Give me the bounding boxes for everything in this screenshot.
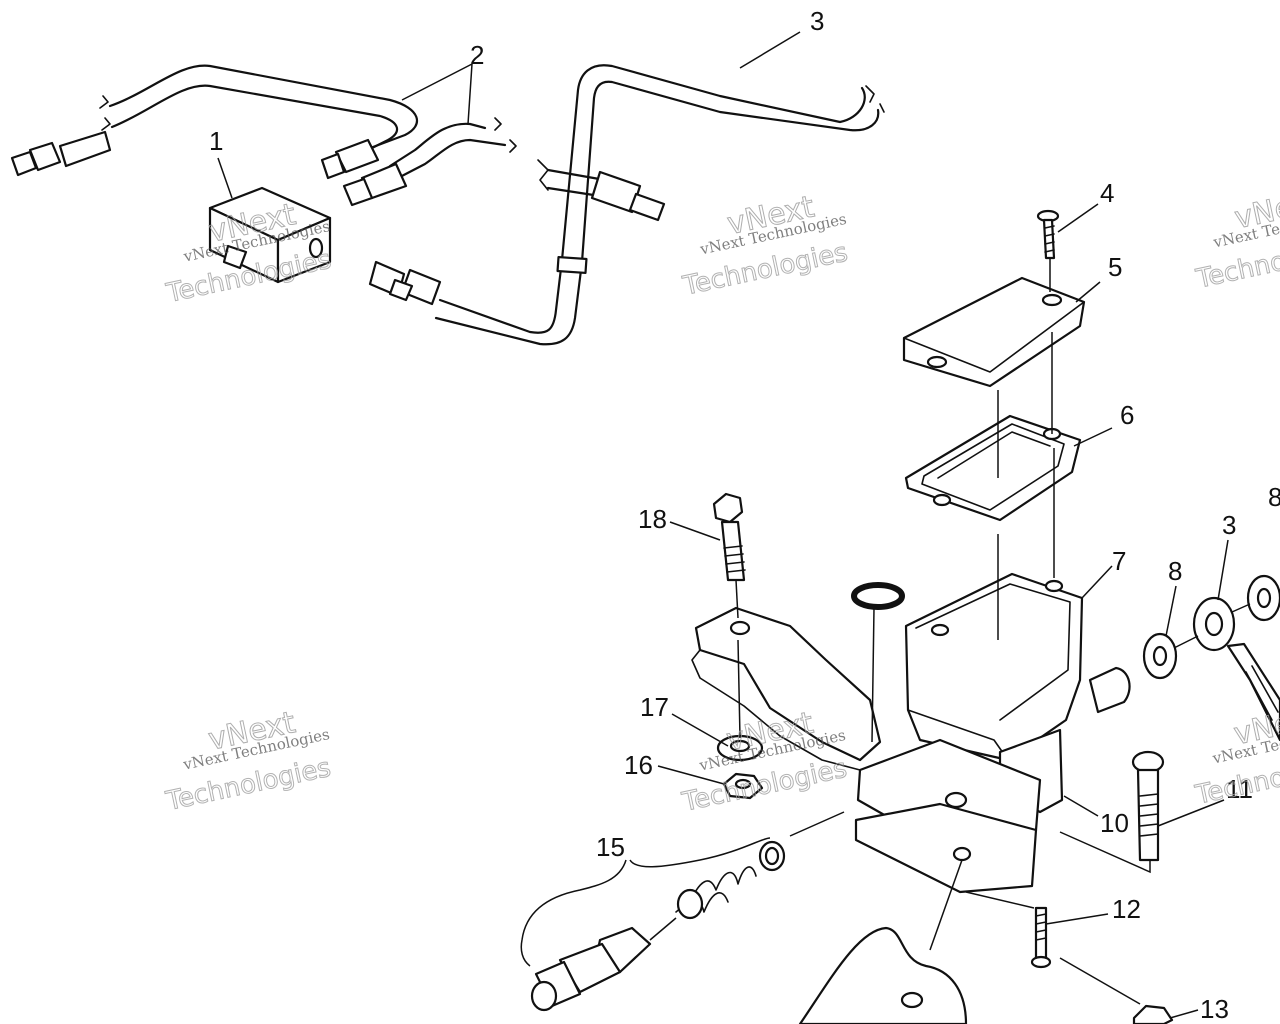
callout-17: 17 [640,692,669,722]
o-ring [851,582,905,610]
callout-1: 1 [209,126,223,156]
brake-line [368,64,885,346]
callout-labels: 1 2 3 4 5 6 7 8 8 3 10 11 12 13 15 16 17… [209,6,1280,1024]
callout-18: 18 [638,504,667,534]
callout-6: 6 [1120,400,1134,430]
callout-13: 13 [1200,994,1229,1024]
assembly-guides [649,258,1251,1005]
callout-3b: 3 [1222,510,1236,540]
banjo-fitting [1192,596,1280,742]
piston-assembly [530,840,786,1012]
reservoir-diaphragm [904,414,1082,522]
callout-8b: 8 [1268,482,1280,512]
callout-5: 5 [1108,252,1122,282]
callout-leaders [217,31,1229,1019]
callout-2: 2 [470,40,484,70]
watermark-middle-left: vNext vNext Technologies Technologies [162,705,334,818]
reservoir-screw [1036,209,1060,260]
washer-8 [1142,632,1178,680]
watermark-top-center: vNext vNext Technologies Technologies [679,189,851,302]
clamp-bolt [712,492,746,582]
callout-15: 15 [596,832,625,862]
callout-7: 7 [1112,546,1126,576]
nut-13 [1132,1004,1174,1024]
reservoir-cover [902,276,1086,388]
callout-16: 16 [624,750,653,780]
watermark-middle-right: vNext vNext Technologies Technologies [1192,699,1280,811]
master-cylinder [854,572,1131,894]
callout-10: 10 [1100,808,1129,838]
brake-hose-pair [10,64,517,207]
brake-lever [798,926,968,1024]
washer-8b [1246,574,1280,622]
callout-3: 3 [810,6,824,36]
screw-12 [1030,906,1052,969]
callout-4: 4 [1100,178,1114,208]
handlebar-clamp [691,606,882,771]
callout-11: 11 [1226,774,1253,804]
brake-switch-block [208,186,332,284]
watermark-top-left: vNext vNext Technologies Technologies [163,197,335,310]
bolt-11 [1131,750,1165,862]
watermark-top-right: vNext vNext Technologies Technologies [1193,183,1280,295]
nut-16 [722,772,764,800]
callout-12: 12 [1112,894,1141,924]
callout-8: 8 [1168,556,1182,586]
